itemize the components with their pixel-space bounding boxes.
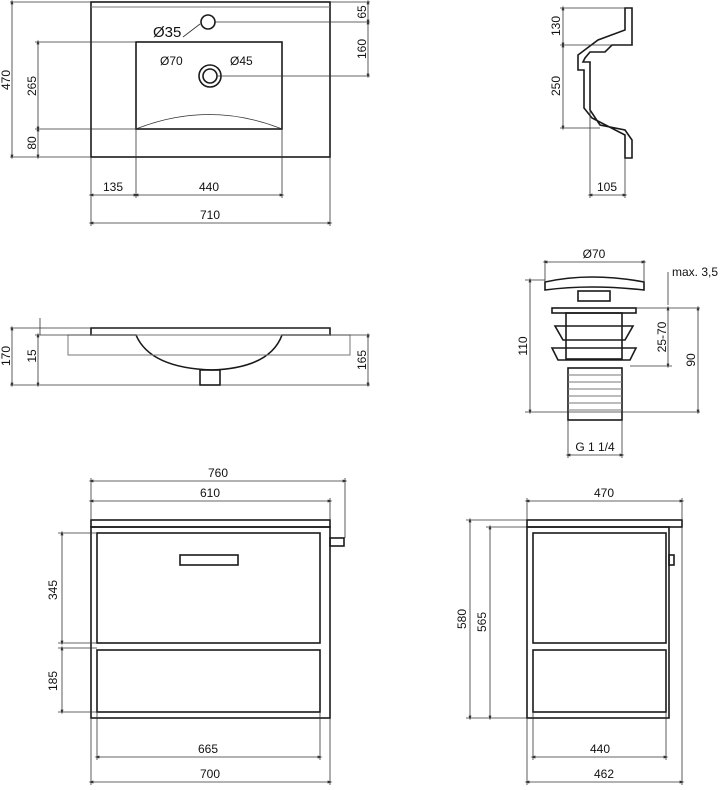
cabinet-side-view: 470 580 565 440 462 xyxy=(455,486,685,785)
basin-length-label: 265 xyxy=(25,76,39,96)
drawer-handle xyxy=(179,554,239,566)
tap-to-drain-label: 160 xyxy=(355,39,369,59)
depth-label: 105 xyxy=(597,180,617,194)
top-height-label: 130 xyxy=(549,16,563,36)
front-margin-label: 80 xyxy=(25,136,39,150)
total-height-label: 580 xyxy=(455,609,469,629)
inner-depth-label: 440 xyxy=(590,742,610,756)
top-width-label: 760 xyxy=(208,466,228,480)
total-width-label: 710 xyxy=(200,208,220,222)
body-height-label: 90 xyxy=(684,353,698,367)
drain-detail: Ø70 max. 3,5 110 25-70 90 G 1 1/4 xyxy=(516,247,718,458)
basin-top-view: Ø35 Ø70 Ø45 470 265 80 65 160 135 440 71… xyxy=(0,0,370,226)
section-height-label: 170 xyxy=(0,346,13,366)
drain-outer-label: Ø70 xyxy=(160,54,183,68)
drawer-height-label: 345 xyxy=(46,580,60,600)
body-width-top-label: 610 xyxy=(200,486,220,500)
max-gap-label: max. 3,5 xyxy=(672,265,718,279)
bowl-depth-label: 165 xyxy=(355,350,369,370)
thread-label: G 1 1/4 xyxy=(575,440,615,454)
drain-inner-label: Ø45 xyxy=(230,54,253,68)
left-margin-label: 135 xyxy=(103,180,123,194)
side-depth-label: 462 xyxy=(594,767,614,781)
basin-side-profile: 130 250 105 xyxy=(549,5,633,198)
cabinet-width-label: 700 xyxy=(200,767,220,781)
cap-diameter-label: Ø70 xyxy=(583,247,606,261)
lower-height-label: 185 xyxy=(46,671,60,691)
drain-height-label: 110 xyxy=(516,336,530,355)
tap-hole xyxy=(200,14,216,30)
basin-width-label: 440 xyxy=(199,180,219,194)
tap-diameter-label: Ø35 xyxy=(153,24,181,41)
inner-width-label: 665 xyxy=(198,742,218,756)
side-body-height-label: 565 xyxy=(475,612,489,632)
slab-thickness-label: 15 xyxy=(25,349,39,363)
clamp-range-label: 25-70 xyxy=(655,321,669,352)
top-depth-label: 470 xyxy=(594,486,614,500)
tap-offset-label: 65 xyxy=(355,5,369,19)
basin-height-label: 250 xyxy=(549,76,563,96)
depth-total-label: 470 xyxy=(0,70,13,90)
basin-front-section: 170 15 165 xyxy=(0,318,370,388)
cabinet-front-view: 760 610 345 185 665 700 xyxy=(46,466,348,785)
